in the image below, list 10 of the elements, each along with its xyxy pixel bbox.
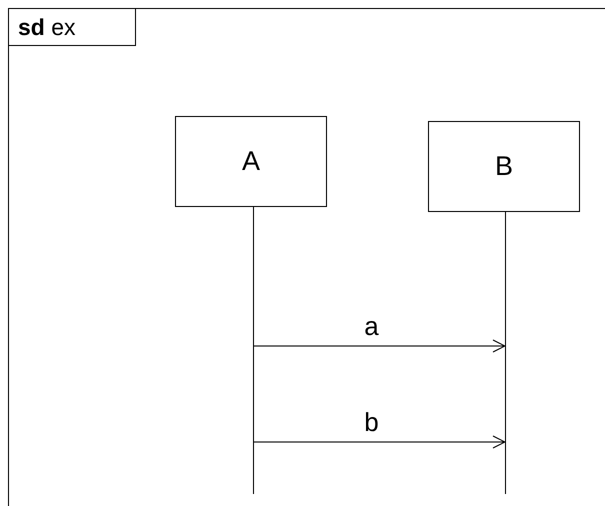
participant-box (175, 116, 327, 207)
frame-title: sd ex (18, 14, 76, 40)
message-arrow (254, 436, 506, 448)
lifeline (253, 206, 254, 494)
sequence-frame (8, 8, 605, 506)
message-arrow (254, 340, 506, 352)
lifeline (505, 211, 506, 494)
participant-box (428, 121, 580, 212)
participant-name: B (494, 151, 513, 182)
participant-name: A (242, 146, 260, 177)
